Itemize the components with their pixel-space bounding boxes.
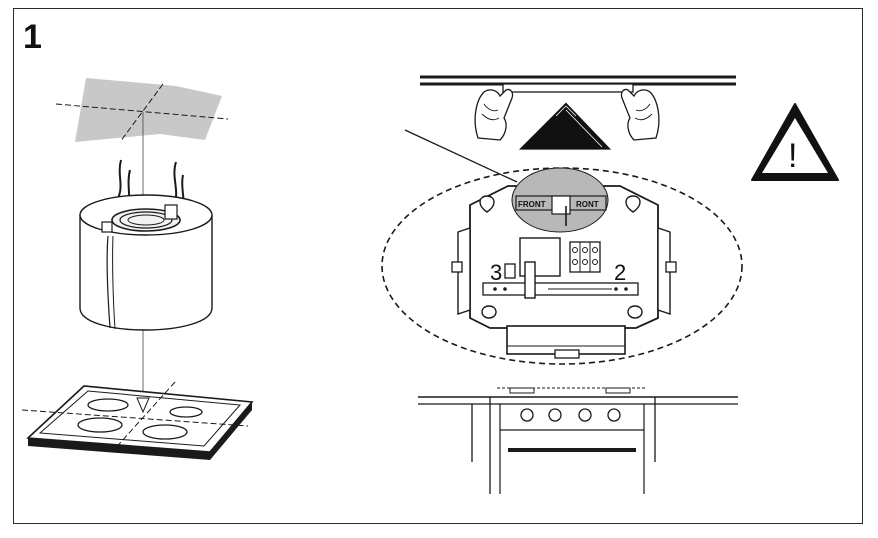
step-number: 1 <box>23 18 42 56</box>
pointer-line <box>404 129 518 183</box>
ceiling-rail <box>420 75 736 93</box>
kitchen-cooker <box>418 387 738 494</box>
marker-2: 2 <box>614 260 626 285</box>
terminal-block <box>569 241 601 273</box>
front-label-right: RONT <box>576 200 599 209</box>
up-arrow-icon <box>517 101 613 151</box>
ceiling-crosshair-h <box>55 103 229 120</box>
figure-frame <box>13 8 863 524</box>
cooktop <box>21 381 254 460</box>
left-illustration <box>21 78 254 460</box>
hood-cylinder <box>79 194 213 331</box>
plumb-bob <box>136 397 150 414</box>
marker-3: 3 <box>490 260 502 285</box>
warning-symbol: ! <box>788 137 797 175</box>
front-label-left: FRONT <box>518 200 546 209</box>
right-hand <box>620 88 660 141</box>
ceiling-patch <box>75 78 222 142</box>
mounting-bracket <box>451 185 677 359</box>
ceiling-crosshair-v <box>119 83 164 143</box>
detail-ellipse <box>381 167 743 365</box>
left-hand <box>474 88 514 141</box>
right-illustration: FRONT RONT 3 2 ! <box>381 75 839 494</box>
warning-icon: ! <box>751 103 839 181</box>
